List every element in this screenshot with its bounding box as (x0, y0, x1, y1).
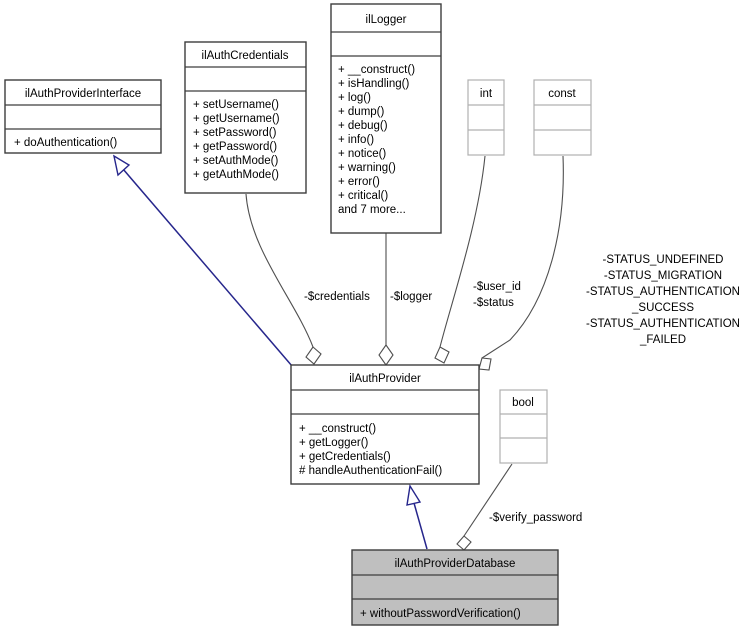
class-box-ilauthproviderinterface[interactable]: ilAuthProviderInterface + doAuthenticati… (4, 79, 162, 154)
member-info: + info() (338, 134, 374, 146)
member-doauthentication: + doAuthentication() (14, 137, 117, 149)
class-box-ilauthproviderdatabase[interactable]: ilAuthProviderDatabase + withoutPassword… (351, 549, 559, 626)
aggregation-diamond-verify-password (456, 535, 472, 551)
class-box-const[interactable]: const (533, 79, 592, 156)
member-construct: + __construct() (338, 64, 415, 76)
class-name-ilauthprovider: ilAuthProvider (349, 373, 421, 385)
member-withoutpasswordverification: + withoutPasswordVerification() (360, 608, 521, 620)
member-ap-construct: + __construct() (299, 423, 376, 435)
member-notice: + notice() (338, 148, 386, 160)
class-box-ilauthprovider[interactable]: ilAuthProvider + __construct() + getLogg… (290, 364, 480, 485)
member-setusername: + setUsername() (193, 99, 279, 111)
member-getusername: + getUsername() (193, 113, 280, 125)
edge-label-status-migration: -STATUS_MIGRATION (604, 270, 722, 282)
class-name-ilauthcredentials: ilAuthCredentials (202, 50, 289, 62)
member-ishandling: + isHandling() (338, 78, 409, 90)
aggregation-diamond-logger (378, 344, 394, 366)
member-getauthmode: + getAuthMode() (193, 169, 279, 181)
aggregation-diamond-credentials (305, 346, 322, 365)
aggregation-diamond-user-id (434, 346, 450, 364)
edge-label-status-authentication-success-1: -STATUS_AUTHENTICATION (586, 286, 740, 298)
member-warning: + warning() (338, 162, 396, 174)
class-name-ilauthproviderinterface: ilAuthProviderInterface (25, 88, 141, 100)
edge-credentials (245, 193, 314, 348)
member-getpassword: + getPassword() (193, 141, 277, 153)
member-ap-handleauthenticationfail: # handleAuthenticationFail() (299, 465, 442, 477)
member-critical: + critical() (338, 190, 388, 202)
class-box-illogger[interactable]: ilLogger + __construct() + isHandling() … (330, 3, 442, 234)
edge-label-status-undefined: -STATUS_UNDEFINED (603, 254, 724, 266)
edge-label-logger: -$logger (390, 291, 432, 303)
edge-verify-password (463, 463, 513, 537)
inheritance-arrowhead-auth-provider (406, 484, 422, 506)
edge-label-user-id: -$user_id (473, 281, 521, 293)
member-debug: + debug() (338, 120, 388, 132)
class-name-int: int (480, 88, 493, 100)
class-box-int[interactable]: int (467, 79, 505, 156)
class-name-bool: bool (512, 397, 534, 409)
edge-user-id-status (439, 155, 486, 348)
edge-label-status: -$status (473, 297, 514, 309)
edge-label-status-authentication-success-2: _SUCCESS (631, 302, 694, 314)
class-name-const: const (548, 88, 576, 100)
member-setpassword: + setPassword() (193, 127, 277, 139)
edge-inherit-auth-provider (122, 168, 293, 367)
edge-label-credentials: -$credentials (304, 291, 370, 303)
edge-label-status-authentication-failed-1: -STATUS_AUTHENTICATION (586, 318, 740, 330)
class-box-ilauthcredentials[interactable]: ilAuthCredentials + setUsername() + getU… (184, 41, 307, 194)
class-box-bool[interactable]: bool (499, 389, 548, 464)
member-ap-getlogger: + getLogger() (299, 437, 369, 449)
member-setauthmode: + setAuthMode() (193, 155, 279, 167)
aggregation-diamond-status-constants (478, 357, 492, 371)
inheritance-arrowhead-interface (112, 154, 131, 177)
edge-label-status-authentication-failed-2: _FAILED (639, 334, 686, 346)
edge-label-verify-password: -$verify_password (489, 512, 582, 524)
member-ap-getcredentials: + getCredentials() (299, 451, 391, 463)
edge-status-constants (481, 155, 564, 359)
member-log: + log() (338, 92, 371, 104)
member-error: + error() (338, 176, 380, 188)
edge-inherit-auth-provider-database (413, 502, 428, 550)
member-dump: + dump() (338, 106, 385, 118)
member-and-more: and 7 more... (338, 204, 406, 216)
class-name-ilauthproviderdatabase: ilAuthProviderDatabase (395, 558, 516, 570)
class-name-illogger: ilLogger (366, 14, 407, 26)
